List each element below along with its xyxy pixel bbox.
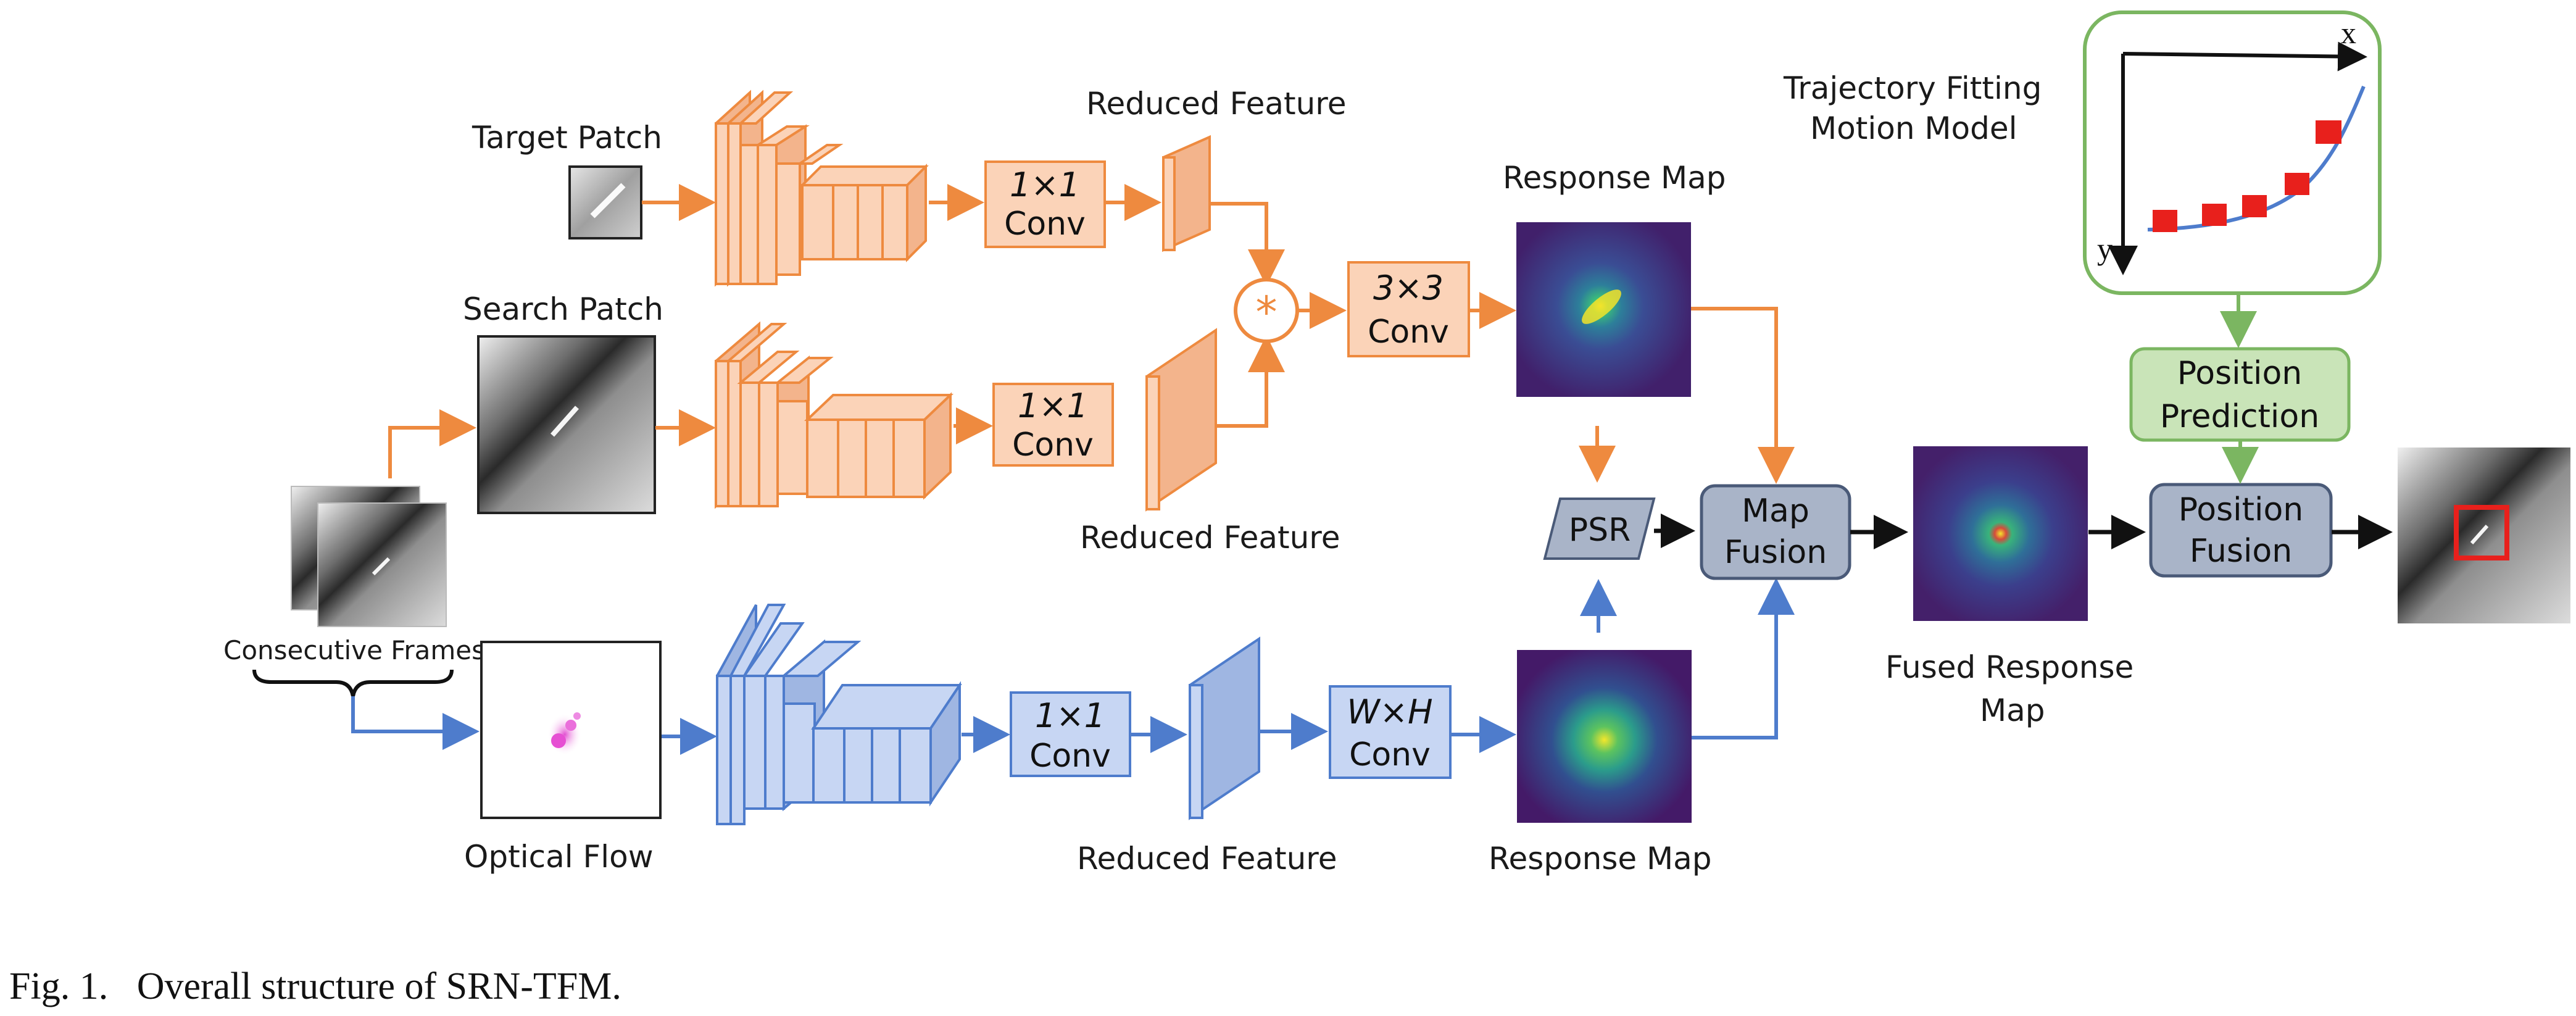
trajectory-point: [2285, 173, 2309, 195]
position-prediction-box: Position Prediction: [2129, 347, 2351, 442]
x-axis-label: x: [2341, 15, 2356, 50]
conv1x1-middle-line1: 1×1: [1018, 386, 1088, 425]
trajectory-label-line2: Motion Model: [1810, 110, 2017, 146]
trajectory-label-line1: Trajectory Fitting: [1783, 70, 2042, 106]
consecutive-frames-label: Consecutive Frames: [223, 635, 485, 665]
x-axis: [2122, 41, 2367, 72]
reduced-feature-bottom-block: [1189, 636, 1260, 820]
psr-label: PSR: [1569, 512, 1631, 549]
fused-response-label-line2: Map: [1980, 693, 2045, 728]
correlation-operator: *: [1234, 278, 1299, 343]
position-prediction-line1: Position: [2177, 355, 2302, 392]
consecutive-frames-image: [291, 486, 447, 627]
conv1x1-bottom-line1: 1×1: [1035, 696, 1105, 735]
search-patch-image: [477, 335, 656, 514]
convwh-box: W×H Conv: [1329, 685, 1452, 779]
arrow-reduced-top-to-corr: [1211, 202, 1285, 286]
position-fusion-line1: Position: [2179, 491, 2303, 528]
arrow-reduced-mid-to-corr: [1217, 335, 1285, 428]
conv3x3-line2: Conv: [1368, 314, 1449, 351]
trajectory-point: [2153, 210, 2177, 232]
trajectory-point: [2202, 204, 2227, 226]
trajectory-point: [2316, 120, 2341, 144]
reduced-feature-top-block: [1162, 135, 1211, 252]
cnn-backbone-middle: [715, 321, 954, 509]
reduced-feature-top-label: Reduced Feature: [1086, 86, 1347, 122]
conv1x1-top-box: 1×1 Conv: [984, 160, 1106, 248]
conv3x3-box: 3×3 Conv: [1347, 261, 1470, 357]
convwh-line2: Conv: [1349, 736, 1431, 773]
position-fusion-line2: Fusion: [2190, 533, 2292, 570]
fused-response-map-image: [1913, 446, 2088, 621]
map-fusion-line1: Map: [1742, 493, 1809, 530]
response-map-bottom-label: Response Map: [1489, 841, 1712, 877]
conv1x1-middle-line2: Conv: [1012, 427, 1094, 464]
optical-flow-image: [480, 641, 662, 819]
trajectory-point: [2242, 195, 2267, 217]
conv1x1-top-line1: 1×1: [1010, 165, 1080, 204]
search-patch-label: Search Patch: [463, 291, 663, 327]
optical-flow-label: Optical Flow: [464, 839, 654, 875]
response-map-bottom-image: [1517, 650, 1692, 823]
cnn-backbone-top: [715, 90, 929, 287]
map-fusion-line2: Fusion: [1724, 534, 1827, 571]
map-fusion-box: Map Fusion: [1700, 484, 1851, 580]
reduced-feature-middle-block: [1145, 328, 1217, 512]
output-frame-image: [2398, 448, 2570, 623]
trajectory-fitting-panel: x y: [2083, 10, 2382, 295]
response-map-top-label: Response Map: [1503, 160, 1726, 196]
target-patch-image: [568, 165, 642, 239]
position-fusion-box: Position Fusion: [2149, 483, 2333, 578]
figure-caption: Fig. 1. Overall structure of SRN-TFM.: [9, 965, 621, 1007]
fused-response-label-line1: Fused Response: [1885, 649, 2134, 685]
response-map-top-image: [1516, 222, 1691, 397]
frames-brace: [252, 669, 454, 697]
conv3x3-line1: 3×3: [1373, 269, 1444, 307]
conv1x1-bottom-line2: Conv: [1029, 738, 1111, 775]
conv1x1-bottom-box: 1×1 Conv: [1010, 691, 1131, 777]
y-axis-label: y: [2097, 231, 2113, 266]
arrow-frames-to-search: [388, 409, 476, 478]
psr-box: PSR: [1543, 498, 1656, 560]
convwh-line1: W×H: [1347, 693, 1432, 731]
conv1x1-top-line2: Conv: [1004, 206, 1086, 243]
cnn-backbone-bottom: [716, 604, 962, 825]
position-prediction-line2: Prediction: [2160, 398, 2319, 435]
correlation-symbol: *: [1256, 287, 1278, 338]
reduced-feature-bottom-label: Reduced Feature: [1077, 841, 1337, 877]
target-patch-label: Target Patch: [472, 120, 662, 156]
arrow-response-top-to-map-fusion: [1691, 307, 1795, 484]
arrow-frames-to-optical-flow: [351, 696, 480, 750]
conv1x1-middle-box: 1×1 Conv: [992, 383, 1114, 467]
reduced-feature-middle-label: Reduced Feature: [1080, 520, 1340, 556]
arrow-response-bot-to-map-fusion: [1692, 578, 1795, 739]
